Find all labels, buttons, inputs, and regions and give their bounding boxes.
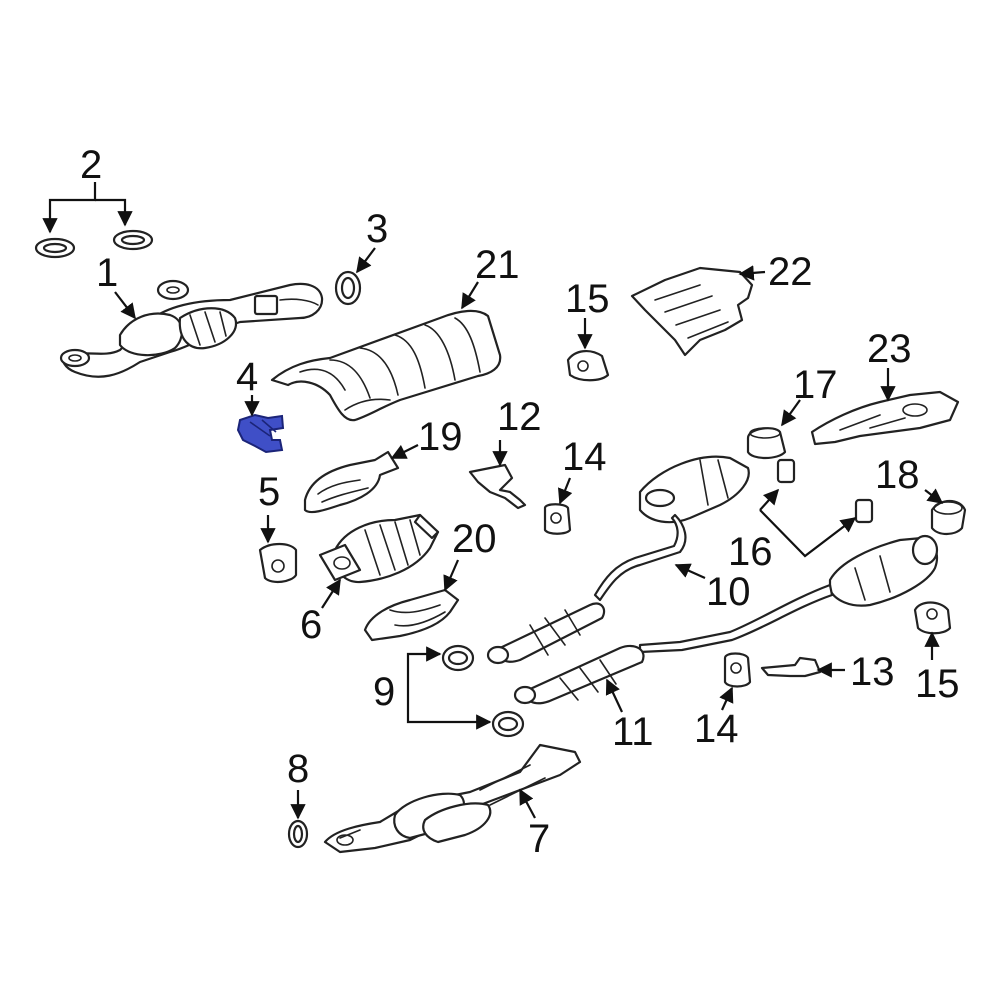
part-9-gaskets[interactable] <box>441 644 525 738</box>
callout-18: 18 <box>875 453 920 497</box>
part-5-hanger[interactable] <box>258 542 298 584</box>
part-21-heat-shield[interactable] <box>270 309 502 422</box>
leader-3 <box>356 247 376 274</box>
part-19-heat-shield[interactable] <box>303 450 400 514</box>
part-15-hanger-lower[interactable] <box>913 601 952 635</box>
part-15-hanger-upper[interactable] <box>566 350 610 382</box>
leader-6 <box>321 578 341 609</box>
part-6-catalytic-converter[interactable] <box>318 513 440 584</box>
callout-16: 16 <box>728 530 773 574</box>
part-7-center-pipe[interactable] <box>323 743 582 854</box>
callout-11: 11 <box>612 710 654 754</box>
part-3-gasket[interactable] <box>334 270 362 306</box>
part-14-rubber-mount-upper[interactable] <box>543 503 572 535</box>
part-23-heat-shield[interactable] <box>810 390 960 446</box>
callout-3: 3 <box>366 207 388 251</box>
callout-17: 17 <box>793 363 838 407</box>
callout-14-lower: 14 <box>694 707 739 751</box>
leader-10 <box>674 563 706 580</box>
leader-20 <box>443 559 460 592</box>
leader-7 <box>519 788 536 819</box>
callout-4: 4 <box>236 355 258 399</box>
callout-2: 2 <box>80 143 102 187</box>
leader-16b <box>759 509 857 558</box>
leader-14b <box>719 686 734 711</box>
leader-16 <box>759 488 780 511</box>
callout-20: 20 <box>452 517 497 561</box>
leader-11 <box>605 678 623 713</box>
part-18-rubber-mount[interactable] <box>930 499 967 536</box>
part-8-gasket[interactable] <box>287 819 309 849</box>
callout-1: 1 <box>96 251 118 295</box>
callout-12: 12 <box>497 395 542 439</box>
part-22-heat-shield[interactable] <box>630 266 754 357</box>
callout-22: 22 <box>768 250 813 294</box>
callout-10: 10 <box>706 570 751 614</box>
callout-15-upper: 15 <box>565 277 610 321</box>
callout-9: 9 <box>373 670 395 714</box>
leader-2b <box>95 198 133 227</box>
leader-2 <box>42 182 97 234</box>
leader-22 <box>738 265 766 281</box>
callout-15-lower: 15 <box>915 662 960 706</box>
part-11-rear-muffler-pipe[interactable] <box>513 534 939 705</box>
part-16-rubber-mounts[interactable] <box>776 458 874 524</box>
leader-19 <box>390 444 419 459</box>
callout-13: 13 <box>850 650 895 694</box>
leader-18 <box>924 488 944 504</box>
callout-19: 19 <box>418 415 463 459</box>
part-2-gaskets[interactable] <box>34 229 154 259</box>
callout-6: 6 <box>300 603 322 647</box>
part-12-bracket[interactable] <box>468 463 527 510</box>
leader-17 <box>781 399 801 427</box>
leader-14a <box>557 477 573 505</box>
part-1-front-pipe[interactable] <box>59 279 324 378</box>
part-13-bracket[interactable] <box>760 656 822 678</box>
callout-23: 23 <box>867 327 912 371</box>
callout-8: 8 <box>287 747 309 791</box>
leader-9 <box>406 646 442 690</box>
part-10-muffler-pipe[interactable] <box>486 455 750 665</box>
callout-5: 5 <box>258 470 280 514</box>
part-20-heat-shield[interactable] <box>363 588 460 642</box>
callout-21: 21 <box>475 243 520 287</box>
part-14-rubber-mount-lower[interactable] <box>723 652 752 688</box>
callout-7: 7 <box>528 817 550 861</box>
leader-21 <box>461 281 479 310</box>
leader-9b <box>406 690 492 730</box>
part-4-bracket-highlighted[interactable] <box>236 413 285 454</box>
part-17-rubber-mount[interactable] <box>746 427 787 460</box>
leader-1 <box>114 291 136 320</box>
callout-14-upper: 14 <box>562 435 607 479</box>
